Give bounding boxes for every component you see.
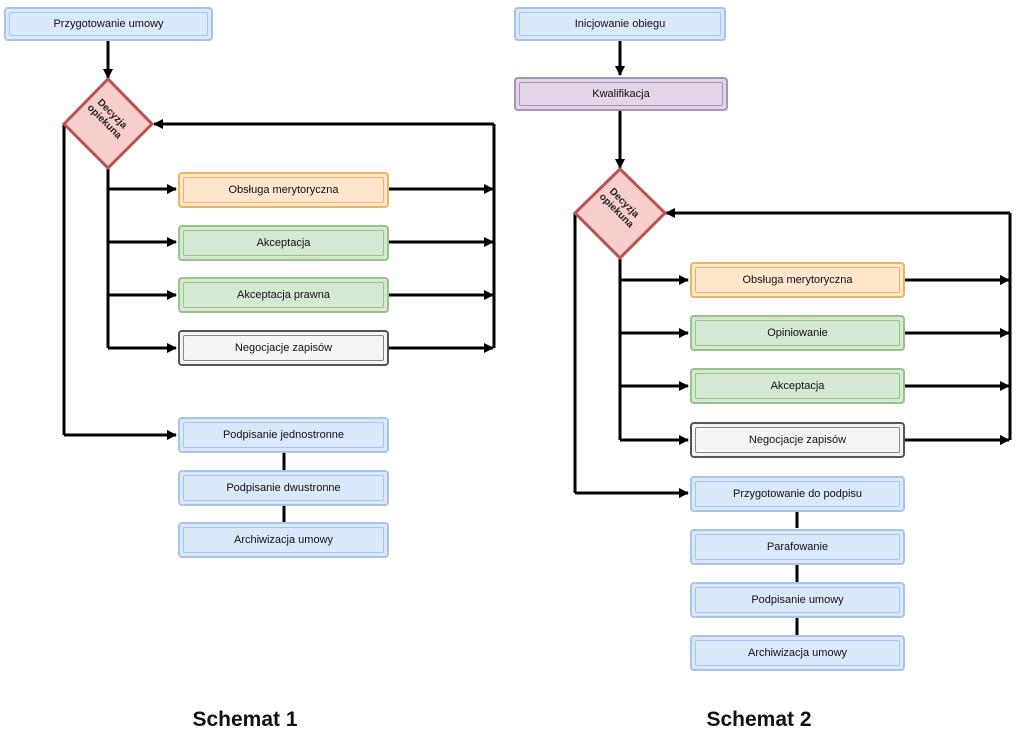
- schema2-branch-label: Opiniowanie: [767, 327, 828, 339]
- schema1-branch-akceptacja-prawna[interactable]: Akceptacja prawna: [178, 277, 389, 313]
- schema2-branch-akceptacja[interactable]: Akceptacja: [690, 368, 905, 404]
- schema2-step-label: Parafowanie: [766, 541, 829, 553]
- schema2-connectors: [573, 41, 1012, 635]
- schema2-start-label: Inicjowanie obiegu: [574, 18, 666, 30]
- schema1-start-node[interactable]: Przygotowanie umowy: [4, 7, 213, 41]
- schema2-step-label: Podpisanie umowy: [751, 594, 844, 606]
- schema1-step-label: Podpisanie jednostronne: [222, 429, 345, 441]
- schema1-decision-diamond: [61, 76, 155, 171]
- schema2-step-podpisanie[interactable]: Podpisanie umowy: [690, 582, 905, 618]
- schema1-branch-label: Akceptacja prawna: [237, 289, 330, 301]
- schema2-caption: Schemat 2: [706, 708, 812, 731]
- schema1-branch-label: Akceptacja: [256, 237, 311, 249]
- schema2-branch-label: Negocjacje zapisów: [748, 434, 847, 446]
- schema1-branch-obsluga[interactable]: Obsługa merytoryczna: [178, 172, 389, 208]
- schema2-step-label: Przygotowanie do podpisu: [732, 488, 863, 500]
- schema2-branch-obsluga[interactable]: Obsługa merytoryczna: [690, 262, 905, 298]
- schema2-step-label: Archiwizacja umowy: [747, 647, 848, 659]
- schema2-branch-label: Obsługa merytoryczna: [742, 274, 853, 286]
- schema1-connectors: [62, 41, 496, 522]
- schema1-branch-label: Obsługa merytoryczna: [228, 184, 339, 196]
- schema1-start-label: Przygotowanie umowy: [53, 18, 164, 30]
- schema1-step-podpisanie-dwustronne[interactable]: Podpisanie dwustronne: [178, 470, 389, 506]
- schema1-step-label: Podpisanie dwustronne: [226, 482, 341, 494]
- schema1-step-archiwizacja[interactable]: Archiwizacja umowy: [178, 522, 389, 558]
- schema2-step-archiwizacja[interactable]: Archiwizacja umowy: [690, 635, 905, 671]
- schema1-caption: Schemat 1: [192, 708, 298, 731]
- schema2-step-przygotowanie[interactable]: Przygotowanie do podpisu: [690, 476, 905, 512]
- schema2-qualification-label: Kwalifikacja: [592, 88, 650, 100]
- schema2-branch-negocjacje[interactable]: Negocjacje zapisów: [690, 422, 905, 458]
- schema1-branch-akceptacja[interactable]: Akceptacja: [178, 225, 389, 261]
- schema2-branch-label: Akceptacja: [770, 380, 825, 392]
- schema1-step-podpisanie-jednostronne[interactable]: Podpisanie jednostronne: [178, 417, 389, 453]
- schema2-branch-opiniowanie[interactable]: Opiniowanie: [690, 315, 905, 351]
- schema2-decision-diamond: [572, 166, 668, 261]
- schema2-start-node[interactable]: Inicjowanie obiegu: [514, 7, 726, 41]
- schema2-qualification-node[interactable]: Kwalifikacja: [514, 77, 728, 111]
- schema1-step-label: Archiwizacja umowy: [233, 534, 334, 546]
- schema1-branch-label: Negocjacje zapisów: [234, 342, 333, 354]
- schema2-step-parafowanie[interactable]: Parafowanie: [690, 529, 905, 565]
- schema1-branch-negocjacje[interactable]: Negocjacje zapisów: [178, 330, 389, 366]
